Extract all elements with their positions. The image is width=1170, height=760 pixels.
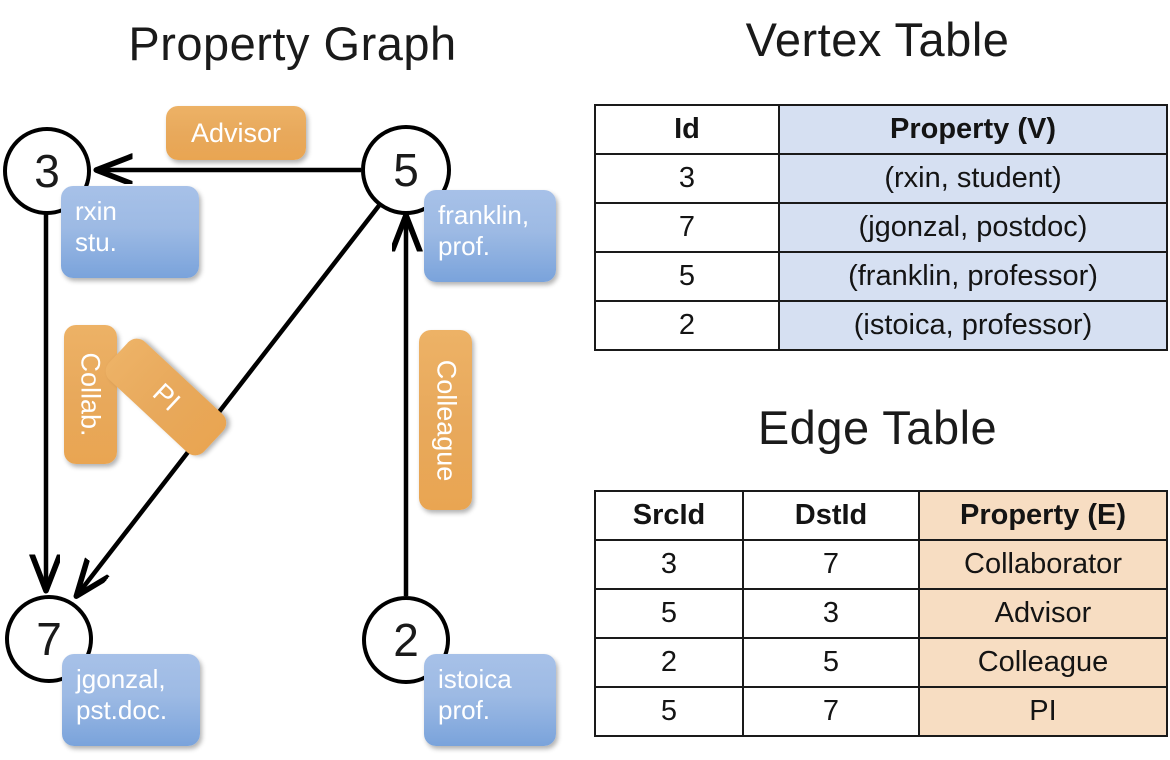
edge-cell-property: PI	[918, 686, 1168, 737]
vertex-cell-property: (jgonzal, postdoc)	[778, 202, 1168, 253]
vertex-cell-property: (rxin, student)	[778, 153, 1168, 204]
vertex-table-header-id: Id	[594, 104, 780, 155]
property-graph-diagram: 3 5 7 2 rxin stu. franklin, prof. jgonza…	[0, 0, 585, 760]
table-row[interactable]: 7 (jgonzal, postdoc)	[594, 202, 1168, 253]
vertex-cell-id: 7	[594, 202, 780, 253]
vertex-5-property-callout: franklin, prof.	[424, 190, 556, 282]
edge-cell-srcid: 3	[594, 539, 744, 590]
table-row[interactable]: 2 (istoica, professor)	[594, 300, 1168, 351]
page-title-property-graph: Property Graph	[128, 17, 457, 70]
vertex-7-property-callout: jgonzal, pst.doc.	[62, 654, 200, 746]
edge-cell-dstid: 5	[742, 637, 920, 688]
graph-edges-svg	[0, 0, 585, 760]
edge-cell-dstid: 3	[742, 588, 920, 639]
edge-cell-srcid: 2	[594, 637, 744, 688]
edge-label-pi-text: PI	[146, 376, 186, 417]
vertex-3-property-callout: rxin stu.	[61, 186, 199, 278]
table-row[interactable]: 5 7 PI	[594, 686, 1168, 737]
edge-cell-dstid: 7	[742, 686, 920, 737]
vertex-cell-id: 3	[594, 153, 780, 204]
table-row[interactable]: 5 (franklin, professor)	[594, 251, 1168, 302]
edge-cell-srcid: 5	[594, 686, 744, 737]
vertex-cell-id: 2	[594, 300, 780, 351]
edge-label-collab: Collab.	[64, 325, 117, 464]
vertex-node-5-label: 5	[393, 144, 419, 196]
page-title-edge-table: Edge Table	[757, 401, 998, 454]
edge-label-colleague: Colleague	[419, 330, 472, 510]
table-row[interactable]: 5 3 Advisor	[594, 588, 1168, 639]
edge-label-colleague-text: Colleague	[431, 359, 461, 481]
vertex-2-property-callout: istoica prof.	[424, 654, 556, 746]
vertex-table: Id Property (V) 3 (rxin, student) 7 (jgo…	[594, 104, 1168, 351]
vertex-cell-id: 5	[594, 251, 780, 302]
edge-cell-property: Advisor	[918, 588, 1168, 639]
edge-label-advisor: Advisor	[166, 106, 306, 160]
table-row[interactable]: 3 7 Collaborator	[594, 539, 1168, 590]
vertex-table-header-property: Property (V)	[778, 104, 1168, 155]
vertex-node-2[interactable]: 2	[362, 596, 450, 684]
table-row[interactable]: 2 5 Colleague	[594, 637, 1168, 688]
page-title-vertex-table: Vertex Table	[745, 13, 1010, 66]
vertex-node-2-label: 2	[393, 614, 419, 666]
edge-table-header-row: SrcId DstId Property (E)	[594, 490, 1168, 541]
table-row[interactable]: 3 (rxin, student)	[594, 153, 1168, 204]
edge-table: SrcId DstId Property (E) 3 7 Collaborato…	[594, 490, 1168, 737]
edge-label-collab-text: Collab.	[76, 352, 107, 437]
edge-label-advisor-text: Advisor	[190, 117, 282, 148]
edge-table-header-srcid: SrcId	[594, 490, 744, 541]
vertex-node-7-label: 7	[36, 613, 62, 665]
vertex-cell-property: (franklin, professor)	[778, 251, 1168, 302]
edge-cell-property: Collaborator	[918, 539, 1168, 590]
edge-cell-srcid: 5	[594, 588, 744, 639]
edge-table-header-dstid: DstId	[742, 490, 920, 541]
edge-5-to-7-pi	[78, 201, 383, 594]
edge-cell-property: Colleague	[918, 637, 1168, 688]
vertex-table-header-row: Id Property (V)	[594, 104, 1168, 155]
edge-table-header-property: Property (E)	[918, 490, 1168, 541]
vertex-cell-property: (istoica, professor)	[778, 300, 1168, 351]
vertex-node-3-label: 3	[34, 145, 60, 197]
edge-cell-dstid: 7	[742, 539, 920, 590]
